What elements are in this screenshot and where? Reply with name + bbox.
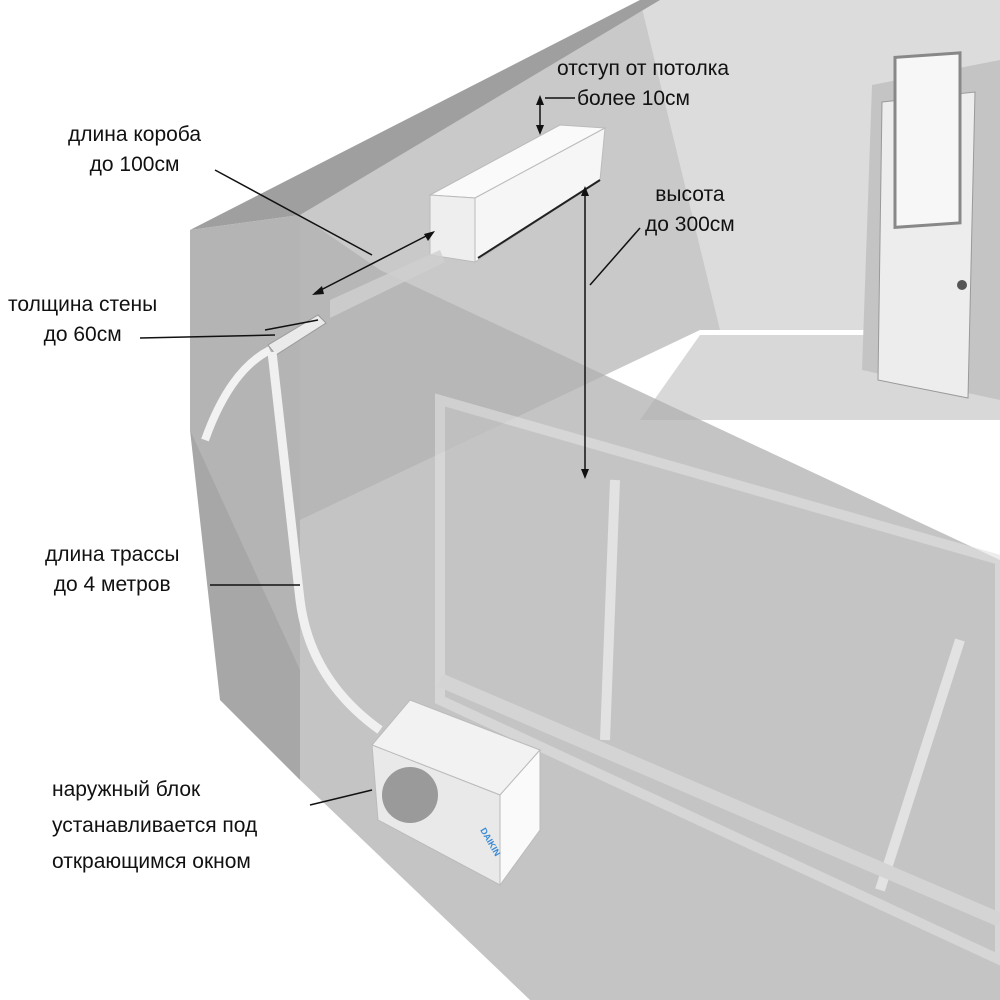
duct-box [330, 250, 445, 318]
route-pipe [267, 351, 383, 734]
arrowheads [312, 95, 589, 479]
indoor-ac-unit [428, 124, 607, 263]
wall-thickness-label: толщина стены до 60см [8, 290, 157, 350]
outdoor-unit-line3: открающимся окном [52, 850, 251, 873]
wall-left-face [190, 430, 300, 780]
dimension-lines [139, 97, 641, 806]
outdoor-unit-label: наружный блок устанавливается под откраю… [52, 772, 257, 880]
door [862, 51, 1000, 400]
duct-length-label: длина короба до 100см [68, 120, 201, 180]
wall-thickness-line1: толщина стены [8, 293, 158, 316]
ceiling-offset-line2: более 10см [577, 87, 690, 110]
door-handle-icon [957, 280, 967, 290]
duct-length-line2: до 100см [89, 153, 180, 176]
window [435, 393, 1000, 966]
fan-grille-icon [382, 767, 438, 823]
wall-top [190, 0, 660, 230]
wall-sleeve [267, 314, 327, 356]
ceiling-offset-line1: отступ от потолка [557, 57, 730, 80]
wall-thickness-line2: до 60см [43, 323, 122, 346]
refrigerant-pipe [201, 346, 272, 442]
route-length-label: длина трассы до 4 метров [45, 540, 179, 600]
route-length-line1: длина трассы [45, 543, 180, 566]
height-line1: высота [655, 183, 725, 206]
ceiling-offset-label: отступ от потолка более 10см [557, 54, 729, 114]
outdoor-unit-line2: устанавливается под [52, 814, 258, 837]
outdoor-ac-unit: DAIKIN [371, 699, 541, 887]
height-line2: до 300см [645, 213, 735, 236]
height-label: высота до 300см [645, 180, 735, 240]
duct-length-line1: длина короба [68, 123, 202, 146]
outdoor-unit-line1: наружный блок [52, 778, 201, 801]
route-length-line2: до 4 метров [53, 573, 171, 596]
